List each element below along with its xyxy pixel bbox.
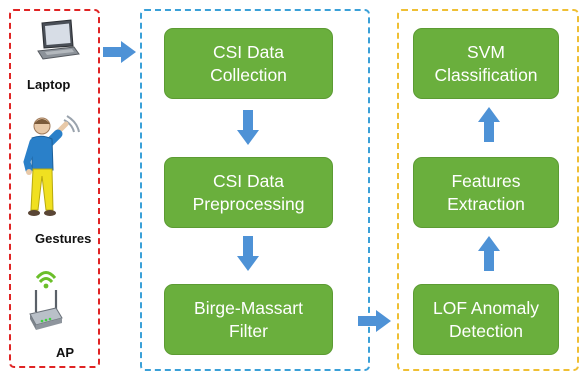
up-arrow-icon <box>478 107 500 142</box>
laptop-label: Laptop <box>27 77 71 92</box>
classification-panel <box>397 9 579 371</box>
csi-data-preprocessing-box: CSI Data Preprocessing <box>164 157 333 228</box>
access-point-icon <box>29 271 63 330</box>
right-arrow-icon <box>103 41 136 63</box>
preprocessing-panel <box>140 9 370 371</box>
person-gesture-icon <box>23 115 80 216</box>
down-arrow-icon <box>237 110 259 145</box>
birge-massart-filter-box: Birge-Massart Filter <box>164 284 333 355</box>
gestures-label: Gestures <box>35 231 92 246</box>
lof-anomaly-detection-box: LOF Anomaly Detection <box>413 284 559 355</box>
up-arrow-icon <box>478 236 500 271</box>
devices-panel <box>9 9 100 368</box>
csi-data-collection-box: CSI Data Collection <box>164 28 333 99</box>
svm-classification-box: SVM Classification <box>413 28 559 99</box>
ap-label: AP <box>56 345 75 360</box>
down-arrow-icon <box>237 236 259 271</box>
features-extraction-box: Features Extraction <box>413 157 559 228</box>
laptop-icon <box>37 19 80 60</box>
right-arrow-icon <box>358 310 391 332</box>
